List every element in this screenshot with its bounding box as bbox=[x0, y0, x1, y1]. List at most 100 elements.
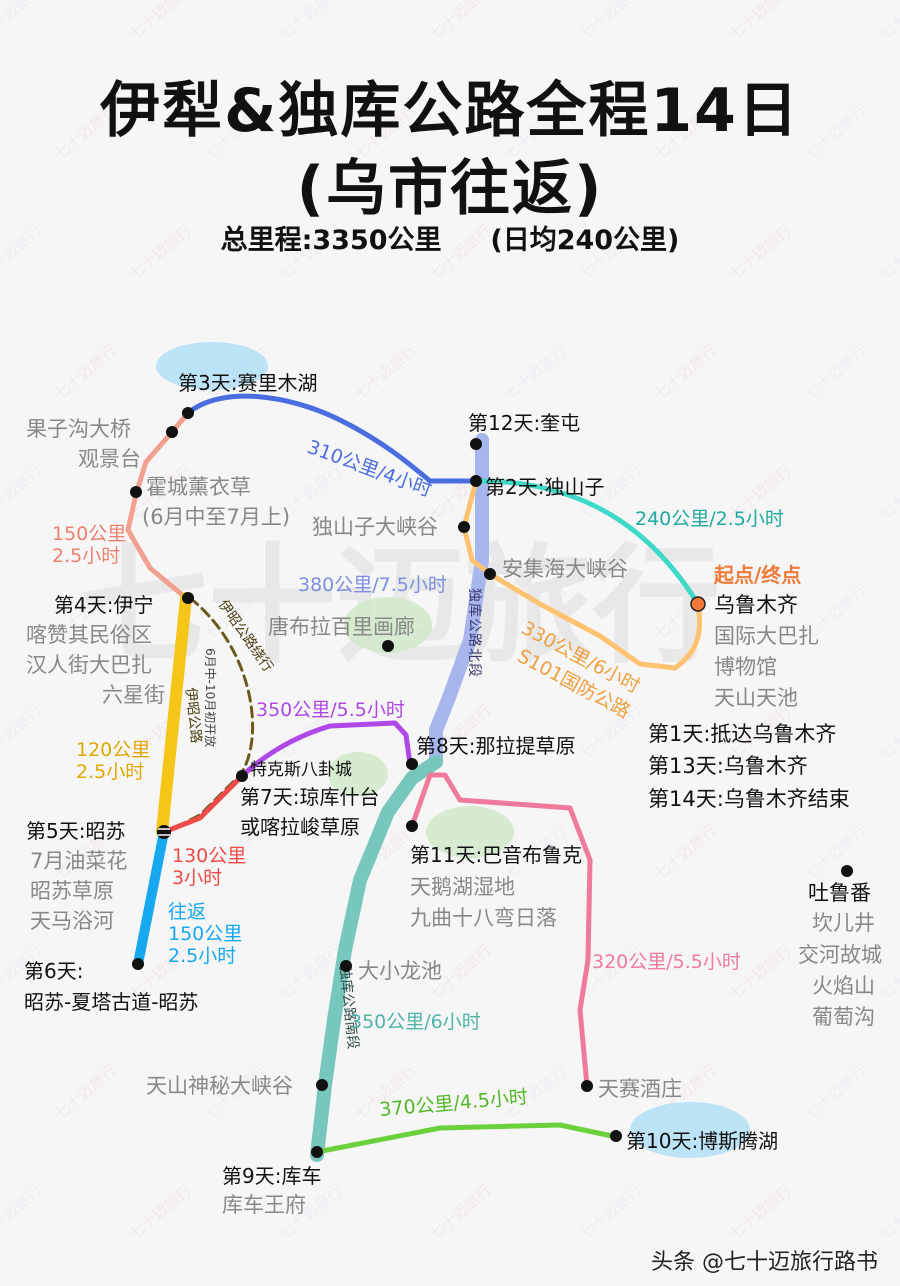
label-turpan-sight-1: 坎儿井 bbox=[812, 911, 875, 935]
watermark-text: 七十迈旅行 bbox=[576, 0, 645, 43]
dot-tangbula bbox=[382, 640, 394, 652]
dot-tekesi bbox=[236, 770, 248, 782]
label-urumqi-sight-2: 博物馆 bbox=[714, 655, 777, 679]
label-tianshan-canyon: 天山神秘大峡谷 bbox=[146, 1074, 293, 1098]
label-turpan: 吐鲁番 bbox=[808, 881, 871, 905]
route-duku-south bbox=[310, 755, 443, 1162]
label-dushanzi-canyon: 独山子大峡谷 bbox=[312, 515, 438, 539]
label-turpan-sight-4: 葡萄沟 bbox=[812, 1005, 875, 1029]
label-tekesi-nalati: 350公里/5.5小时 bbox=[256, 699, 405, 721]
dot-daxiaolongchi bbox=[340, 960, 352, 972]
label-day5: 第5天:昭苏 bbox=[26, 819, 125, 843]
watermark-text: 七十迈旅行 bbox=[876, 701, 900, 763]
nalati-meadow-area bbox=[328, 752, 388, 796]
total-distance-value: 总里程:3350公里 bbox=[220, 225, 442, 256]
route-green bbox=[314, 1122, 615, 1155]
watermark-text: 七十迈旅行 bbox=[651, 341, 720, 403]
dot-turpan bbox=[841, 865, 853, 877]
watermark-text: 七十迈旅行 bbox=[801, 341, 870, 403]
label-turpan-sight-2: 交河故城 bbox=[798, 943, 882, 967]
daily-average: (日均240公里) bbox=[490, 225, 680, 256]
dot-tiansai bbox=[581, 1080, 593, 1092]
sayram-lake-area bbox=[156, 342, 268, 390]
label-zhaosu-tekesi-2: 3小时 bbox=[172, 867, 222, 889]
dot-kuitun bbox=[470, 438, 482, 450]
label-day2: 第2天:独山子 bbox=[485, 475, 604, 499]
dot-dushanzi-canyon bbox=[458, 521, 470, 533]
label-day6-2: 昭苏-夏塔古道-昭苏 bbox=[24, 990, 198, 1014]
label-xiata-2: 150公里 bbox=[168, 923, 242, 945]
watermark-text: 七十迈旅行 bbox=[726, 1181, 795, 1243]
label-day6-1: 第6天: bbox=[24, 959, 83, 983]
label-tiansai: 天赛酒庄 bbox=[598, 1077, 682, 1101]
watermark-text: 七十迈旅行 bbox=[876, 1181, 900, 1243]
watermark-text: 七十迈旅行 bbox=[501, 341, 570, 403]
route-purple bbox=[239, 720, 413, 779]
label-yizhao-name: 伊昭公路 bbox=[182, 687, 204, 744]
poster-title-line1: 伊犁&独库公路全程14日 bbox=[100, 76, 800, 146]
label-day4-sight-1: 喀赞其民俗区 bbox=[26, 623, 152, 647]
label-day5-sight-2: 昭苏草原 bbox=[30, 879, 114, 903]
watermark-text: 七十迈旅行 bbox=[276, 0, 345, 43]
dot-sayram bbox=[182, 407, 194, 419]
route-teal bbox=[473, 478, 701, 607]
label-yizhao-dist-1: 120公里 bbox=[76, 739, 150, 761]
label-zhaosu-tekesi-1: 130公里 bbox=[172, 845, 246, 867]
watermark-text: 七十迈旅行 bbox=[801, 821, 870, 883]
watermark-text: 七十迈旅行 bbox=[576, 1181, 645, 1243]
watermark-text: 七十迈旅行 bbox=[0, 461, 45, 523]
watermark-text: 七十迈旅行 bbox=[0, 1181, 45, 1243]
label-duku-south-dist: 350公里/6小时 bbox=[350, 1011, 481, 1033]
label-xiata-1: 往返 bbox=[168, 901, 206, 923]
dot-tianshan-canyon bbox=[316, 1079, 328, 1091]
label-day1: 第1天:抵达乌鲁木齐 bbox=[648, 722, 836, 746]
label-day3: 第3天:赛里木湖 bbox=[178, 371, 317, 395]
label-day9-sight: 库车王府 bbox=[222, 1193, 306, 1217]
dot-kuche bbox=[311, 1146, 323, 1158]
label-day9: 第9天:库车 bbox=[222, 1164, 321, 1188]
label-day11: 第11天:巴音布鲁克 bbox=[410, 843, 582, 867]
dot-nalati bbox=[406, 758, 418, 770]
label-xiata-3: 2.5小时 bbox=[168, 945, 236, 967]
label-day12: 第12天:奎屯 bbox=[468, 411, 580, 435]
dot-zhaosu bbox=[157, 825, 171, 839]
label-huocheng-1: 霍城薰衣草 bbox=[146, 475, 251, 499]
label-day4: 第4天:伊宁 bbox=[54, 593, 153, 617]
label-bayinbuluke-tiansai: 320公里/5.5小时 bbox=[592, 951, 741, 973]
dot-dushanzi bbox=[470, 475, 482, 487]
watermark-text: 七十迈旅行 bbox=[801, 1061, 870, 1123]
label-urumqi-sight-1: 国际大巴扎 bbox=[714, 624, 819, 648]
route-cyan bbox=[133, 827, 169, 969]
label-daxiaolongchi: 大小龙池 bbox=[358, 959, 442, 983]
zhaosu-connector-icon bbox=[158, 828, 170, 836]
route-pink bbox=[409, 772, 593, 1089]
total-distance: 总里程:3350公里 (日均240公里) bbox=[0, 218, 900, 257]
label-turpan-sight-3: 火焰山 bbox=[812, 974, 875, 998]
label-day13: 第13天:乌鲁木齐 bbox=[648, 754, 808, 778]
watermark-text: 七十迈旅行 bbox=[126, 1181, 195, 1243]
label-sayram-yining-2: 2.5小时 bbox=[52, 545, 120, 567]
watermark-text: 七十迈旅行 bbox=[0, 701, 45, 763]
label-duku-north-dist: 380公里/7.5小时 bbox=[298, 574, 447, 596]
watermark-text: 七十迈旅行 bbox=[426, 1181, 495, 1243]
label-duku-north-name: 独库公路北段 bbox=[466, 588, 482, 678]
label-tekesi: 特克斯八卦城 bbox=[250, 760, 352, 780]
route-blue bbox=[185, 393, 479, 484]
label-anjihai: 安集海大峡谷 bbox=[502, 557, 628, 581]
dot-bosten bbox=[610, 1130, 622, 1142]
label-day10: 第10天:博斯腾湖 bbox=[626, 1129, 778, 1153]
dot-urumqi bbox=[690, 596, 706, 612]
label-day7-2: 或喀拉峻草原 bbox=[240, 815, 360, 839]
label-day11-sight-2: 九曲十八弯日落 bbox=[410, 906, 557, 930]
dot-bayinbuluke bbox=[406, 820, 418, 832]
watermark-text: 七十迈旅行 bbox=[126, 0, 195, 43]
label-day14: 第14天:乌鲁木齐结束 bbox=[648, 787, 850, 811]
dot-yining bbox=[182, 592, 194, 604]
label-huocheng-2: (6月中至7月上) bbox=[142, 505, 290, 529]
watermark-text: 七十迈旅行 bbox=[876, 461, 900, 523]
tangbula-meadow-area bbox=[344, 597, 432, 653]
poster-title-line2: (乌市往返) bbox=[296, 154, 604, 224]
label-day7-1: 第7天:琼库什台 bbox=[240, 785, 379, 809]
watermark-text: 七十迈旅行 bbox=[351, 341, 420, 403]
